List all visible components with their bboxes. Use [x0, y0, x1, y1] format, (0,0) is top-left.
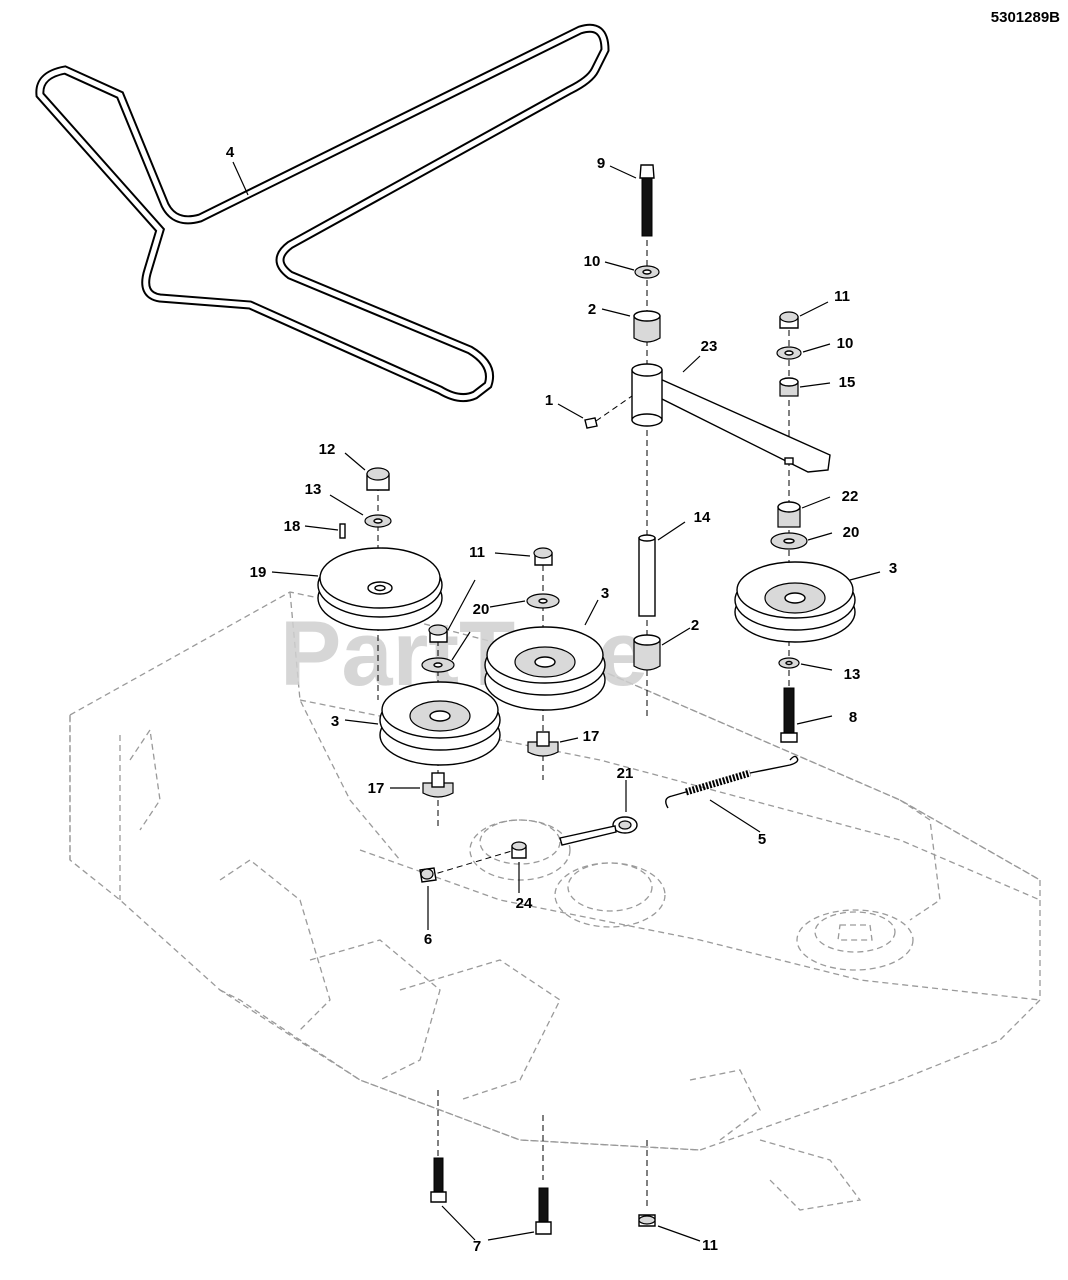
callout-22: 22 — [842, 488, 859, 505]
washer-20-middle — [526, 593, 560, 609]
callout-18: 18 — [284, 518, 301, 535]
bushing-2-lower — [633, 634, 661, 671]
callout-19: 19 — [250, 564, 267, 581]
callout-9: 9 — [597, 155, 605, 172]
callout-10-right: 10 — [837, 335, 854, 352]
nut-11-middle — [533, 547, 553, 566]
pulley-19 — [317, 547, 443, 631]
idler-pulley-3-left — [379, 681, 501, 766]
callout-1: 1 — [545, 392, 553, 409]
bolt-8 — [780, 687, 798, 743]
callout-17-left: 17 — [368, 780, 385, 797]
bolt-7-left — [430, 1157, 447, 1203]
washer-13 — [364, 514, 392, 528]
nut-11-bottom — [638, 1214, 656, 1227]
callout-11-right: 11 — [834, 288, 850, 305]
callout-11-bottom: 11 — [702, 1237, 718, 1254]
mower-deck — [69, 591, 1041, 1211]
spacer-16 — [779, 377, 799, 397]
callout-7: 7 — [473, 1238, 481, 1255]
spacer-22 — [777, 501, 801, 528]
callout-14: 13 — [844, 666, 861, 683]
washer-20-left — [421, 657, 455, 673]
washer-10-right — [776, 346, 802, 360]
washer-10-upper — [634, 265, 660, 279]
callout-10-upper: 10 — [584, 253, 601, 270]
nut-11-right — [779, 311, 799, 329]
bushing-2-upper — [633, 310, 661, 343]
idler-arm-23 — [631, 363, 831, 473]
key-18 — [339, 523, 346, 539]
spacer-17-left — [422, 772, 454, 798]
bolt-7-right — [535, 1187, 552, 1235]
nut-12 — [366, 467, 390, 491]
callout-3-right: 3 — [889, 560, 897, 577]
nut-11-left — [428, 624, 448, 643]
callout-12: 12 — [319, 441, 336, 458]
callout-11-middle: 11 — [469, 544, 485, 561]
callout-21: 21 — [617, 765, 634, 782]
callout-20-middle: 20 — [473, 601, 490, 618]
washer-14 — [778, 657, 800, 669]
eyebolt-21 — [559, 816, 638, 846]
callout-labels: 9 10 2 23 1 11 10 15 22 20 3 13 8 14 2 4… — [226, 144, 897, 1255]
nut-24 — [511, 841, 527, 859]
callout-3-middle: 3 — [601, 585, 609, 602]
document-number: 5301289B — [991, 9, 1060, 26]
callout-23: 23 — [701, 338, 718, 355]
callout-4: 4 — [226, 144, 235, 161]
callout-15: 14 — [694, 509, 711, 526]
nut-6 — [419, 867, 437, 883]
spacer-17-middle — [527, 731, 559, 757]
callout-5: 5 — [758, 831, 766, 848]
bolt-9 — [639, 164, 655, 237]
spacer-15 — [638, 534, 656, 617]
callout-16: 15 — [839, 374, 856, 391]
callout-2-upper: 2 — [588, 301, 596, 318]
washer-20-right — [770, 532, 808, 550]
spring-5 — [665, 755, 799, 809]
callout-6: 6 — [424, 931, 432, 948]
callout-20-right: 20 — [843, 524, 860, 541]
idler-pulley-3-right — [734, 561, 856, 643]
drive-belt — [35, 23, 610, 403]
grease-fitting-1 — [584, 395, 633, 429]
callout-17-middle: 17 — [583, 728, 600, 745]
idler-pulley-3-middle — [484, 626, 606, 711]
callout-8: 8 — [849, 709, 857, 726]
leader-lines — [232, 161, 881, 1242]
callout-24: 24 — [516, 895, 533, 912]
callout-2-lower: 2 — [691, 617, 699, 634]
callout-13: 13 — [305, 481, 322, 498]
callout-3-left: 3 — [331, 713, 339, 730]
